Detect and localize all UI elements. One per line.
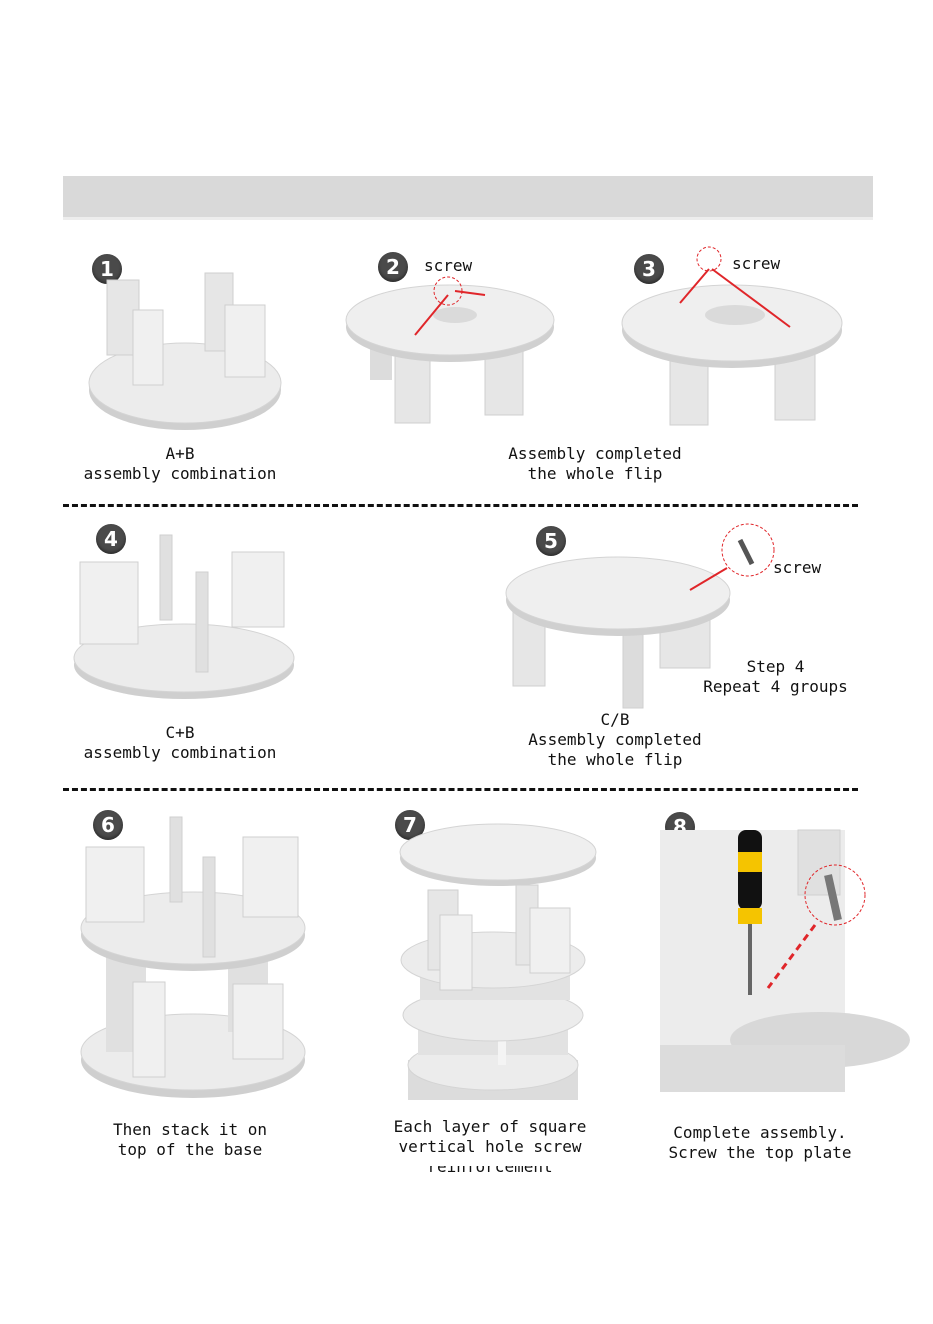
page-cut xyxy=(380,1152,600,1166)
illustration-step-8 xyxy=(660,829,910,1092)
illustration-step-3 xyxy=(621,246,843,426)
step-badge-5: 5 xyxy=(536,526,566,556)
step-badge-1: 1 xyxy=(92,254,122,284)
caption-steps-2-3: Assembly completed the whole flip xyxy=(508,444,682,483)
screw-label-step-2: screw xyxy=(424,256,473,275)
illustration-step-7 xyxy=(399,823,597,1100)
screw-label-step-3: screw xyxy=(732,254,781,273)
illustration-step-1 xyxy=(88,272,282,430)
step-badge-2: 2 xyxy=(378,252,408,282)
screw-label-step-5: screw xyxy=(773,558,822,577)
illustration-step-5 xyxy=(505,523,775,709)
caption-step-6: Then stack it on top of the base xyxy=(112,1120,268,1159)
caption-step-4: C+B assembly combination xyxy=(83,723,277,762)
caption-step-5: C/B Assembly completed the whole flip xyxy=(528,710,702,769)
divider-row-2 xyxy=(63,788,858,791)
illustration-step-2 xyxy=(345,276,555,424)
caption-step-7: Each layer of square vertical hole screw… xyxy=(393,1117,587,1176)
illustration-step-6 xyxy=(80,816,306,1098)
step-4-repeat-label: Step 4 Repeat 4 groups xyxy=(703,657,848,696)
caption-step-1: A+B assembly combination xyxy=(83,444,277,483)
illustration-step-4 xyxy=(73,534,295,699)
divider-row-1 xyxy=(63,504,858,507)
step-badge-6: 6 xyxy=(93,810,123,840)
step-badge-3: 3 xyxy=(634,254,664,284)
section-header-bar xyxy=(63,176,873,220)
caption-step-8: Complete assembly. Screw the top plate xyxy=(668,1123,852,1162)
step-badge-4: 4 xyxy=(96,524,126,554)
